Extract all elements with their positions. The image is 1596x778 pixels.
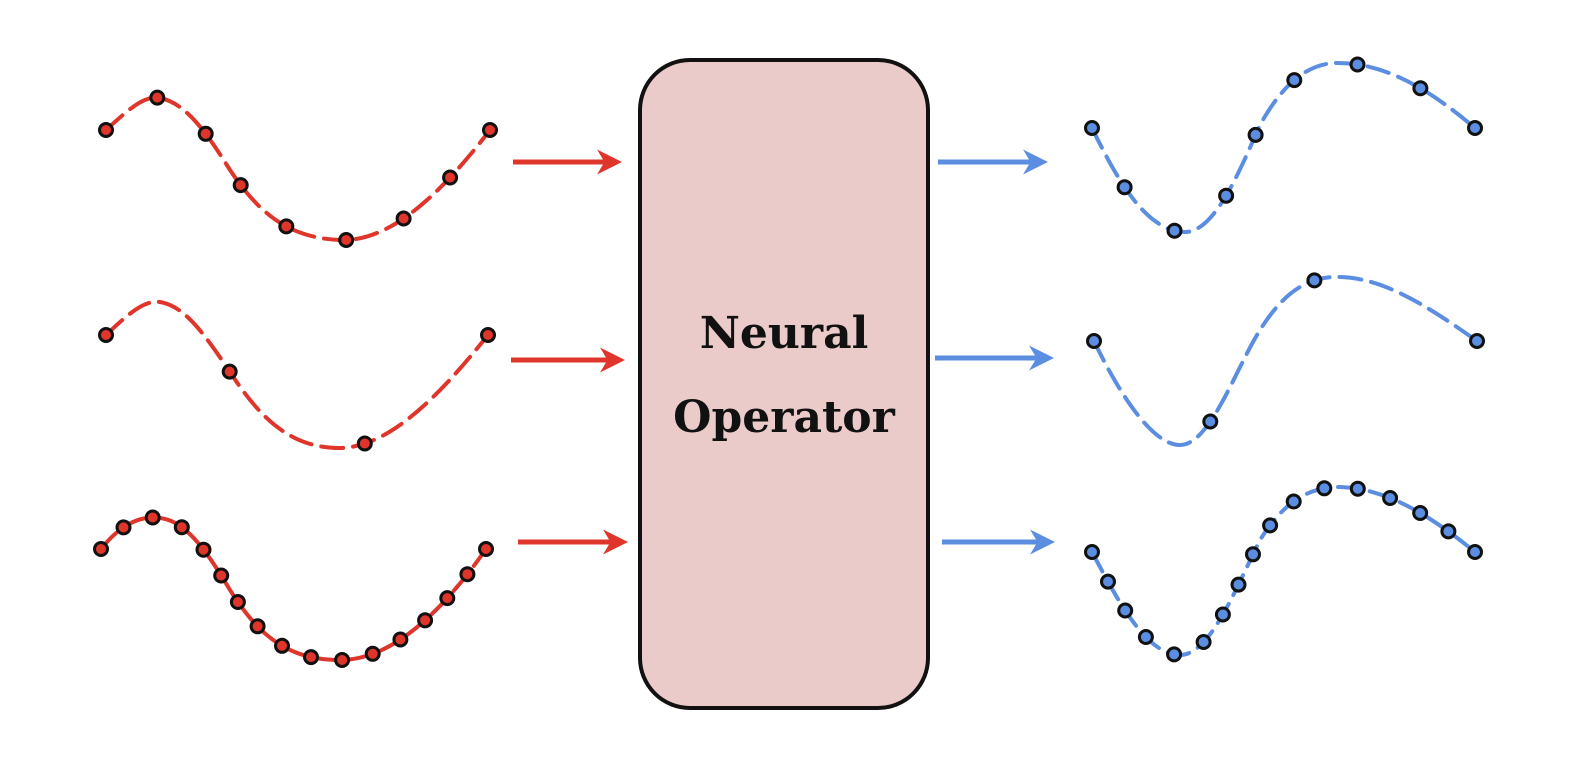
sample-point — [1247, 126, 1264, 143]
input-function-top — [98, 89, 498, 248]
sample-point — [1440, 523, 1457, 540]
sample-point — [173, 519, 190, 536]
sample-point — [480, 327, 496, 343]
output-points-middle — [1086, 272, 1485, 430]
sample-point — [392, 631, 409, 648]
sample-point — [98, 327, 114, 343]
sample-point — [364, 645, 381, 662]
sample-point — [303, 649, 319, 666]
input-curve-bottom — [99, 515, 488, 663]
sample-point — [1086, 333, 1102, 349]
sample-point — [1349, 480, 1366, 497]
input-function-bottom — [93, 509, 494, 668]
sample-point — [213, 567, 230, 584]
sample-point — [1349, 56, 1366, 73]
sample-point — [1285, 493, 1302, 510]
sample-point — [417, 612, 434, 629]
output-function-top — [1084, 56, 1483, 239]
sample-point — [442, 169, 459, 186]
sample-point — [221, 363, 238, 380]
sample-point — [1218, 187, 1235, 204]
input-curve-top — [104, 95, 492, 243]
sample-point — [1230, 576, 1247, 593]
output-arrows — [935, 149, 1055, 555]
sample-point — [98, 122, 114, 138]
sample-point — [1316, 480, 1333, 497]
sample-point — [1306, 272, 1323, 289]
sample-point — [1382, 490, 1399, 506]
sample-point — [1166, 646, 1183, 663]
sample-point — [1412, 505, 1429, 521]
sample-point — [1084, 544, 1100, 560]
sample-point — [482, 122, 498, 138]
input-points-top — [98, 89, 498, 248]
sample-point — [459, 566, 476, 583]
sample-point — [1084, 120, 1100, 136]
operator-rect — [638, 58, 930, 710]
sample-point — [1469, 333, 1485, 349]
neural-operator-box: Neural Operator — [638, 58, 930, 710]
sample-point — [274, 637, 290, 654]
sample-point — [439, 590, 456, 607]
sample-point — [93, 541, 109, 557]
sample-point — [144, 509, 161, 526]
output-points-bottom — [1084, 480, 1483, 663]
output-function-middle — [1086, 272, 1485, 448]
sample-point — [1245, 546, 1261, 563]
input-functions — [93, 89, 498, 668]
output-curve-middle — [1092, 274, 1479, 448]
sample-point — [1467, 120, 1483, 136]
sample-point — [1412, 80, 1429, 97]
sample-point — [249, 618, 266, 635]
sample-point — [1286, 72, 1303, 89]
input-points-bottom — [93, 509, 494, 668]
sample-point — [1116, 179, 1133, 196]
sample-point — [334, 652, 351, 668]
sample-point — [1214, 606, 1231, 623]
input-curve-middle — [104, 299, 490, 451]
sample-point — [1117, 602, 1134, 619]
sample-point — [1166, 222, 1183, 239]
sample-point — [356, 435, 373, 452]
operator-label-line1: Neural — [700, 308, 869, 359]
sample-point — [1262, 517, 1279, 534]
operator-label-line2: Operator — [673, 392, 895, 443]
sample-point — [1195, 634, 1212, 650]
sample-point — [115, 519, 132, 536]
sample-point — [1100, 573, 1116, 590]
sample-point — [195, 541, 212, 558]
output-function-bottom — [1084, 480, 1483, 663]
input-arrows — [511, 149, 628, 555]
input-points-middle — [98, 327, 496, 452]
output-curve-top — [1090, 60, 1477, 235]
sample-point — [229, 594, 246, 610]
output-functions — [1084, 56, 1485, 663]
input-function-middle — [98, 299, 496, 452]
sample-point — [232, 177, 249, 194]
sample-point — [478, 541, 494, 557]
sample-point — [338, 232, 355, 248]
sample-point — [149, 89, 166, 106]
sample-point — [395, 210, 412, 227]
sample-point — [1202, 413, 1219, 430]
sample-point — [1137, 629, 1154, 645]
sample-point — [197, 125, 214, 142]
sample-point — [278, 218, 295, 235]
sample-point — [1467, 544, 1483, 560]
output-points-top — [1084, 56, 1483, 239]
